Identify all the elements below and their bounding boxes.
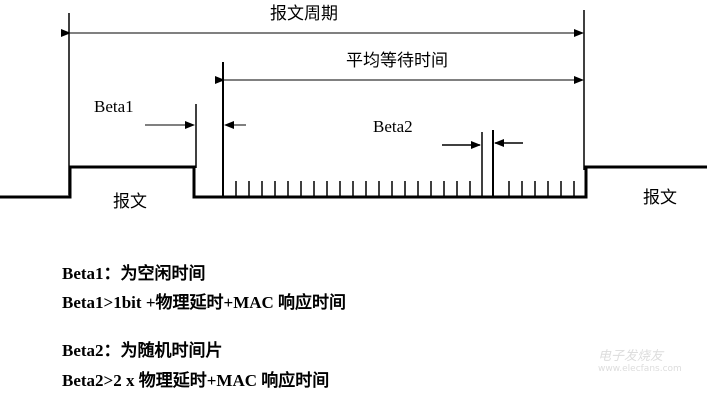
beta1-definition: Beta1：为空闲时间 <box>62 264 206 283</box>
beta2-definition: Beta2：为随机时间片 <box>62 341 223 360</box>
beta1-condition: Beta1>1bit +物理延时+MAC 响应时间 <box>62 293 347 312</box>
signal-waveform <box>0 165 707 199</box>
time-slot-ticks <box>235 181 575 196</box>
message-right-label: 报文 <box>643 188 677 208</box>
message-left-label: 报文 <box>113 192 147 212</box>
avg-wait-label: 平均等待时间 <box>346 51 448 71</box>
period-label: 报文周期 <box>270 4 338 24</box>
beta1-label: Beta1 <box>94 97 134 116</box>
beta2-label: Beta2 <box>373 117 413 136</box>
beta2-condition: Beta2>2 x 物理延时+MAC 响应时间 <box>62 371 330 390</box>
watermark-logo: 电子发烧友 www.elecfans.com <box>598 349 682 374</box>
